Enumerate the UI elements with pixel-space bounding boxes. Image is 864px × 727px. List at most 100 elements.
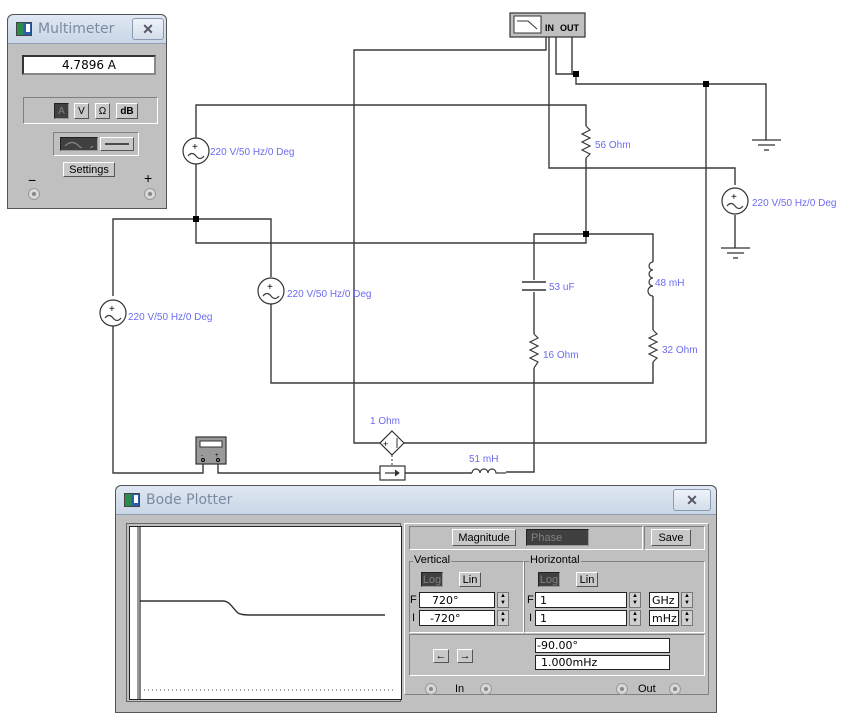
plot-frame xyxy=(126,523,402,702)
dc-mode-button[interactable] xyxy=(100,137,134,151)
mode-ampere-button[interactable]: A xyxy=(54,103,69,119)
ground-icon xyxy=(721,247,750,259)
dependent-voltage-source[interactable]: + 1 Ohm xyxy=(370,416,405,465)
vertical-log-button[interactable]: Log xyxy=(421,572,443,587)
save-button[interactable]: Save xyxy=(651,529,691,546)
settings-button[interactable]: Settings xyxy=(63,162,115,177)
readout-group xyxy=(409,634,705,676)
horizontal-label: Horizontal xyxy=(529,554,581,566)
lowpass-icon xyxy=(517,20,538,30)
close-button[interactable]: ✕ xyxy=(132,18,164,40)
control-panel xyxy=(404,523,709,695)
horizontal-initial-label: I xyxy=(529,612,533,624)
app-icon xyxy=(124,493,140,507)
ac-source-1[interactable]: + 220 V/50 Hz/0 Deg xyxy=(182,137,295,165)
window-title: Bode Plotter xyxy=(146,492,233,508)
multimeter-window: Multimeter ✕ 4.7896 A A V Ω dB Settings … xyxy=(7,14,167,209)
vertical-lin-button[interactable]: Lin xyxy=(459,572,481,587)
app-icon xyxy=(16,22,32,36)
cursor-right-button[interactable]: → xyxy=(457,649,473,663)
bode-titlebar[interactable]: Bode Plotter ✕ xyxy=(116,486,716,515)
vertical-initial-label: I xyxy=(412,612,416,624)
cursor-left-button[interactable]: ← xyxy=(433,649,449,663)
magnitude-button[interactable]: Magnitude xyxy=(452,529,516,546)
bode-out-label: OUT xyxy=(560,23,580,33)
in-label: In xyxy=(455,683,465,695)
phase-button[interactable]: Phase xyxy=(526,529,589,546)
vertical-final-spinner[interactable]: ▲▼ xyxy=(497,592,509,608)
vertical-initial-input[interactable]: -720° xyxy=(419,610,495,626)
negative-terminal[interactable] xyxy=(28,188,40,200)
readout-frequency: 1.000mHz xyxy=(535,655,670,670)
wires xyxy=(112,37,767,474)
source-label: 220 V/50 Hz/0 Deg xyxy=(752,198,837,209)
wire xyxy=(571,37,767,140)
vertical-final-input[interactable]: 720° xyxy=(419,592,495,608)
wire xyxy=(404,84,707,444)
horizontal-final-unit[interactable]: GHz xyxy=(649,592,679,608)
vertical-group xyxy=(409,561,524,633)
wire xyxy=(533,233,586,280)
out-minus-terminal[interactable] xyxy=(616,683,628,695)
in-minus-terminal[interactable] xyxy=(425,683,437,695)
bode-plotter-instrument[interactable]: IN OUT xyxy=(509,12,586,38)
junction-dot xyxy=(573,71,579,77)
inductor-label: 48 mH xyxy=(655,278,684,289)
capacitor-label: 53 uF xyxy=(549,282,575,293)
save-bar xyxy=(644,526,705,550)
resistor-32-ohm[interactable]: 32 Ohm xyxy=(647,329,698,363)
junction-dot xyxy=(193,216,199,222)
close-button[interactable]: ✕ xyxy=(673,489,711,511)
horizontal-final-spinner[interactable]: ▲▼ xyxy=(629,592,641,608)
mode-db-button[interactable]: dB xyxy=(116,103,138,119)
horizontal-initial-spinner[interactable]: ▲▼ xyxy=(629,610,641,626)
bode-plot xyxy=(129,526,402,700)
capacitor-53-uf[interactable]: 53 uF xyxy=(522,281,575,293)
inductor-48-mh[interactable]: 48 mH xyxy=(647,261,684,297)
wire xyxy=(548,37,736,185)
multimeter-instrument[interactable]: - + xyxy=(195,436,227,465)
inductor-51-mh[interactable]: 51 mH xyxy=(450,454,506,474)
in-plus-terminal[interactable] xyxy=(480,683,492,695)
horizontal-initial-input[interactable]: 1 xyxy=(535,610,627,626)
vertical-initial-spinner[interactable]: ▲▼ xyxy=(497,610,509,626)
source-label: 220 V/50 Hz/0 Deg xyxy=(287,289,372,300)
mode-bar xyxy=(409,526,643,550)
horizontal-lin-button[interactable]: Lin xyxy=(576,572,598,587)
resistor-16-ohm[interactable]: 16 Ohm xyxy=(528,333,579,369)
horizontal-final-label: F xyxy=(527,594,534,606)
junctions xyxy=(193,71,709,237)
current-sensor[interactable] xyxy=(379,465,406,481)
horizontal-log-button[interactable]: Log xyxy=(538,572,560,587)
readout-value: -90.00° xyxy=(535,638,670,653)
mode-ohm-button[interactable]: Ω xyxy=(95,103,110,119)
wire xyxy=(217,464,380,474)
wire xyxy=(112,326,204,474)
ac-mode-button[interactable] xyxy=(60,137,98,151)
horizontal-initial-unit-spinner[interactable]: ▲▼ xyxy=(681,610,693,626)
horizontal-final-unit-spinner[interactable]: ▲▼ xyxy=(681,592,693,608)
source-label: 220 V/50 Hz/0 Deg xyxy=(210,147,295,158)
resistor-label: 32 Ohm xyxy=(662,345,698,356)
svg-text:+: + xyxy=(215,453,219,459)
source-label: 220 V/50 Hz/0 Deg xyxy=(128,312,213,323)
horizontal-initial-unit[interactable]: mHz xyxy=(649,610,679,626)
bode-in-label: IN xyxy=(545,23,554,33)
wire xyxy=(195,162,587,244)
positive-terminal[interactable] xyxy=(144,188,156,200)
out-plus-terminal[interactable] xyxy=(669,683,681,695)
horizontal-final-input[interactable]: 1 xyxy=(535,592,627,608)
wire xyxy=(506,368,535,473)
ac-source-3[interactable]: + 220 V/50 Hz/0 Deg xyxy=(257,277,372,305)
multimeter-titlebar[interactable]: Multimeter ✕ xyxy=(8,15,166,44)
ac-source-4[interactable]: + 220 V/50 Hz/0 Deg xyxy=(721,187,837,215)
arrow-right-icon xyxy=(394,469,400,477)
svg-text:+: + xyxy=(383,439,388,449)
resistor-56-ohm[interactable]: 56 Ohm xyxy=(580,125,631,159)
resistor-label: 16 Ohm xyxy=(543,350,579,361)
wire xyxy=(353,37,547,444)
ac-source-2[interactable]: + 220 V/50 Hz/0 Deg xyxy=(99,299,213,327)
resistor-label: 56 Ohm xyxy=(595,140,631,151)
wire xyxy=(555,37,576,75)
mode-volt-button[interactable]: V xyxy=(74,103,89,119)
